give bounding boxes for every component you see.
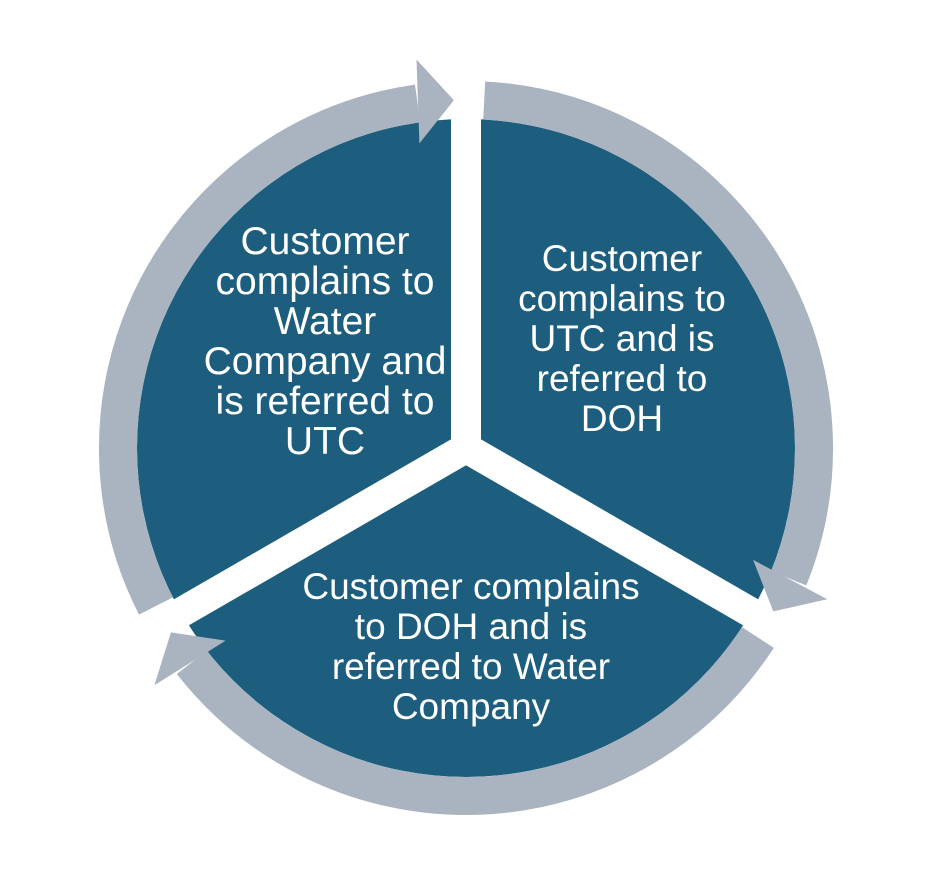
label-line: Customer <box>541 238 703 279</box>
cycle-arrow-arc-left <box>99 84 421 615</box>
label-line: Company and <box>203 340 447 383</box>
cycle-arrowhead-right-icon <box>753 559 828 612</box>
label-line: to DOH and is <box>354 606 588 647</box>
cycle-arrowhead-top-icon <box>416 59 454 144</box>
label-line: referred to Water <box>331 646 611 687</box>
cycle-arrowhead-bottom-left-icon <box>154 632 226 686</box>
segment-divider-lower-right <box>458 435 813 657</box>
label-line: DOH <box>580 398 664 439</box>
label-line: UTC and is <box>529 318 715 359</box>
cycle-arrow-arc-bottom <box>176 627 774 815</box>
label-line: Water <box>273 300 377 343</box>
label-line: is referred to <box>215 380 435 423</box>
label-line: Customer <box>240 220 410 263</box>
label-line: Company <box>391 686 551 727</box>
segment-label-bottom: Customer complains to DOH and is referre… <box>302 567 639 727</box>
label-line: complains to <box>215 260 435 303</box>
label-line: UTC <box>284 420 366 463</box>
label-line: complains to <box>518 278 726 319</box>
cycle-arrow-arc-right <box>483 81 833 586</box>
label-line: Customer complains <box>302 566 640 607</box>
segment-divider-lower-left <box>119 435 474 657</box>
label-line: referred to <box>536 358 708 399</box>
segment-label-upper-right: Customer complains to UTC and is referre… <box>518 239 726 439</box>
segment-label-upper-left: Customer complains to Water Company and … <box>204 222 447 462</box>
